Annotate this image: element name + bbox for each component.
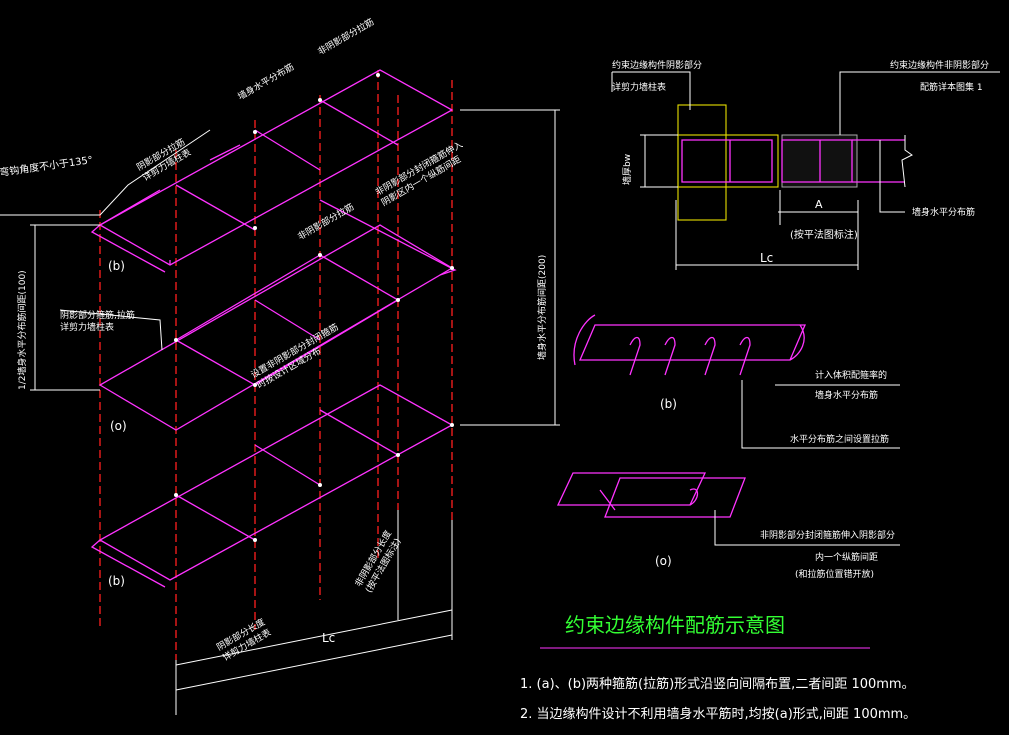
label-b-bottom: (b) [108, 574, 125, 588]
plan-a-note: (按平法图标注) [790, 228, 858, 241]
left-dimension-label: 1/2墙身水平分布筋间距(100) [16, 270, 28, 390]
hook [90, 539, 166, 588]
plan-right-label: 墙身水平分布筋 [912, 206, 975, 218]
detail-b-stirrup [579, 324, 806, 361]
detail-a-stirrup-2 [604, 477, 746, 518]
note-1: 1. (a)、(b)两种箍筋(拉筋)形式沿竖向间隔布置,二者间距 100mm。 [520, 676, 915, 692]
detail-b-hooks [573, 314, 805, 366]
plan-bw-dim [640, 134, 678, 188]
plan-top-left-2: 详剪力墙柱表 [612, 81, 666, 93]
note-2: 2. 当边缘构件设计不利用墙身水平筋时,均按(a)形式,间距 100mm。 [520, 706, 916, 722]
hook [90, 224, 166, 273]
detail-a [556, 472, 900, 546]
plan-wall-thickness: 墙厚bw [621, 154, 633, 185]
leader [879, 140, 905, 213]
stirrup-level-3 [98, 384, 454, 581]
plan-length-dim [675, 190, 859, 270]
leader [741, 380, 900, 449]
leader [714, 510, 900, 546]
callout-mid-right-3: 非阴影部分拉筋 [296, 201, 357, 243]
detail-b [573, 314, 900, 449]
label-a: (o) [110, 419, 127, 433]
plan-top-left-1: 约束边缘构件阴影部分 [612, 59, 702, 71]
stirrup-extension [319, 199, 457, 276]
tie [319, 409, 399, 456]
detail-a-hooks [599, 488, 699, 511]
hook [99, 189, 171, 265]
detail-b-label: (b) [660, 397, 677, 411]
callout-top-right: 非阴影部分拉筋 [316, 16, 377, 58]
stirrup-level-1 [98, 69, 454, 266]
detail-a-note-2: 内一个纵筋间距 [815, 551, 878, 563]
shaded-region [677, 134, 779, 188]
callout-left-mid-2: 详剪力墙柱表 [60, 321, 114, 333]
detail-a-stirrup-1 [556, 472, 707, 506]
plan-section [611, 71, 1000, 270]
tie [175, 494, 256, 541]
right-dimension [460, 109, 560, 426]
callout-top-mid: 墙身水平分布筋 [236, 61, 297, 103]
plan-top-right-2: 配筋详本图集 1 [920, 81, 983, 93]
callout-center-1: 设置非阴影部分封闭箍筋 [249, 321, 341, 381]
leader [59, 309, 163, 351]
tie [254, 129, 321, 171]
plan-lc-label: Lc [760, 251, 773, 265]
detail-b-note2: 水平分布筋之间设置拉筋 [790, 433, 889, 445]
tie [209, 144, 241, 161]
tie [175, 184, 256, 231]
iso-lc-label: Lc [322, 631, 335, 645]
plan-a-label: A [815, 198, 823, 211]
wall-horizontal-bars [852, 139, 905, 183]
detail-a-note-1: 非阴影部分封闭箍筋伸入阴影部分 [760, 529, 895, 541]
isometric-view [0, 69, 560, 715]
closed-stirrup [175, 254, 399, 386]
break-line [901, 135, 913, 188]
hook-angle-label: 弯钩角度不小于135° [0, 153, 94, 179]
bar-intersections [174, 73, 454, 542]
detail-a-label: (o) [655, 554, 672, 568]
right-dimension-label: 墙身水平分布筋间距(200) [536, 255, 548, 360]
label-b-top: (b) [108, 259, 125, 273]
drawing-title: 约束边缘构件配筋示意图 [565, 613, 785, 637]
detail-a-note-3: (和拉筋位置错开放) [795, 568, 874, 580]
detail-b-ties [629, 336, 751, 376]
bottom-dimension [175, 510, 453, 715]
leader [0, 129, 211, 216]
leader [839, 71, 1000, 135]
callout-left-mid-1: 阴影部分箍筋,拉筋 [60, 309, 135, 321]
left-dimension [30, 224, 100, 391]
detail-b-note1-2: 墙身水平分布筋 [815, 389, 878, 401]
tie [319, 99, 399, 146]
leader [611, 71, 691, 110]
plan-top-right-1: 约束边缘构件非阴影部分 [890, 59, 989, 71]
wall-column-hatch [677, 104, 727, 221]
tie [254, 444, 321, 486]
detail-b-note1-1: 计入体积配箍率的 [815, 369, 887, 381]
